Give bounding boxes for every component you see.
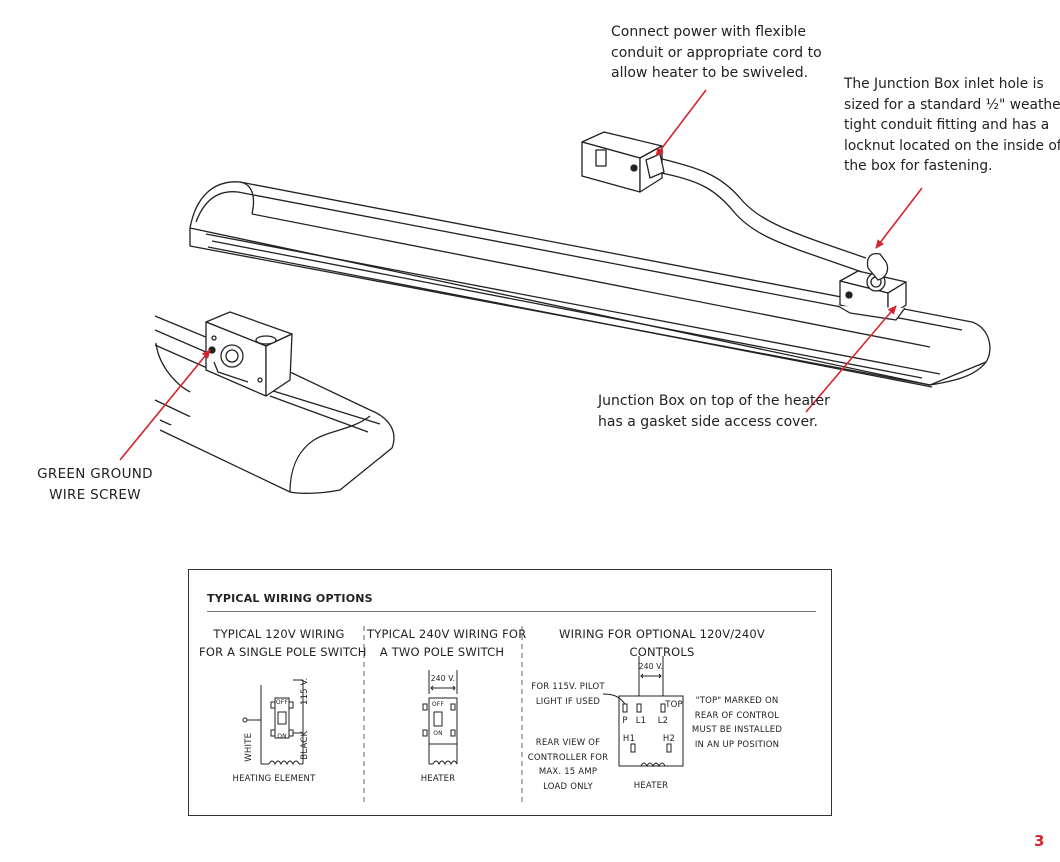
callout-line: locknut located on the inside of [844, 137, 1060, 154]
callout-flexible-conduit: Connect power with flexible conduit or a… [611, 22, 822, 84]
callout-line: GREEN GROUND [37, 466, 153, 482]
terminal-p: P [622, 716, 628, 726]
col2-off: OFF [431, 701, 445, 708]
wiring-diagrams [242, 626, 684, 806]
col2-on: ON [433, 730, 443, 737]
flex-conduit [655, 157, 889, 281]
callout-line: conduit or appropriate cord to [611, 44, 822, 61]
junction-box-closeup [205, 311, 293, 397]
col2-heading: TYPICAL 240V WIRING FOR A TWO POLE SWITC… [367, 625, 527, 661]
col3-pilot-note: FOR 115V. PILOT LIGHT IF USED [525, 680, 611, 709]
col3-top-note: "TOP" MARKED ON REAR OF CONTROL MUST BE … [689, 694, 785, 752]
col1-white: WHITE [243, 732, 254, 762]
col3-heading: WIRING FOR OPTIONAL 120V/240V CONTROLS [559, 627, 765, 659]
col1-heading: TYPICAL 120V WIRING FOR A SINGLE POLE SW… [199, 625, 367, 661]
junction-box-main [837, 270, 907, 321]
note-line: CONTROLLER FOR [527, 752, 609, 763]
col2-caption: HEATER [420, 774, 456, 784]
page-number: 3 [1034, 832, 1045, 850]
callout-line: has a gasket side access cover. [598, 413, 818, 430]
note-line: REAR OF CONTROL [694, 710, 780, 721]
callout-inlet-hole: The Junction Box inlet hole is sized for… [844, 74, 1060, 177]
terminal-top: TOP [665, 700, 683, 710]
heater-body [189, 181, 991, 388]
note-line: LIGHT IF USED [535, 696, 601, 707]
callout-line: sized for a standard ½" weather [844, 96, 1060, 113]
callout-arrows [119, 89, 923, 461]
callout-line: WIRE SCREW [49, 487, 141, 503]
heading-line: A TWO POLE SWITCH [379, 645, 505, 659]
callout-line: the box for fastening. [844, 158, 993, 174]
callout-line: The Junction Box inlet hole is [844, 76, 1044, 92]
callout-line: Connect power with flexible [611, 24, 806, 40]
callout-gasket-cover: Junction Box on top of the heater has a … [598, 391, 830, 432]
wiring-title: TYPICAL WIRING OPTIONS [207, 592, 373, 605]
col1-black: BLACK [299, 730, 310, 760]
note-line: MUST BE INSTALLED [691, 725, 783, 735]
col1-off: OFF [275, 699, 289, 706]
col2-voltage: 240 V. [430, 674, 456, 683]
col3-voltage: 240 V. [638, 662, 664, 671]
heading-line: FOR A SINGLE POLE SWITCH [199, 645, 367, 659]
callout-line: allow heater to be swiveled. [611, 65, 809, 81]
arrow-gasket-cover [805, 305, 897, 413]
title-divider [207, 611, 816, 612]
terminal-l1: L1 [635, 716, 647, 726]
junction-box-floating [581, 131, 665, 193]
arrow-inlet-hole [875, 187, 923, 249]
heading-line: TYPICAL 120V WIRING [213, 627, 345, 641]
col1-caption: HEATING ELEMENT [232, 774, 316, 784]
col1-voltage: 115 V. [299, 677, 310, 706]
col3-caption: HEATER [633, 781, 669, 791]
note-line: IN AN UP POSITION [694, 739, 780, 750]
note-line: MAX. 15 AMP [538, 767, 598, 777]
terminal-l2: L2 [657, 716, 669, 726]
callout-line: Junction Box on top of the heater [598, 393, 830, 409]
arrow-ground-screw [119, 349, 211, 461]
arrow-flex-conduit [655, 89, 707, 157]
callout-line: tight conduit fitting and has a [844, 117, 1050, 133]
note-line: FOR 115V. PILOT [531, 682, 605, 692]
col3-rear-view: REAR VIEW OF CONTROLLER FOR MAX. 15 AMP … [525, 736, 611, 794]
col1-on: ON [277, 733, 287, 740]
note-line: LOAD ONLY [543, 781, 593, 792]
wiring-options-panel: TYPICAL WIRING OPTIONS [188, 569, 832, 816]
heading-line: TYPICAL 240V WIRING FOR [367, 627, 527, 641]
note-line: "TOP" MARKED ON [695, 696, 779, 706]
controller-diagram [602, 656, 684, 768]
two-pole-diagram [422, 670, 458, 766]
note-line: REAR VIEW OF [535, 738, 601, 748]
single-pole-diagram [242, 679, 304, 766]
terminal-h1: H1 [622, 734, 636, 744]
callout-ground-screw: GREEN GROUND WIRE SCREW [30, 464, 160, 506]
terminal-h2: H2 [662, 734, 676, 744]
